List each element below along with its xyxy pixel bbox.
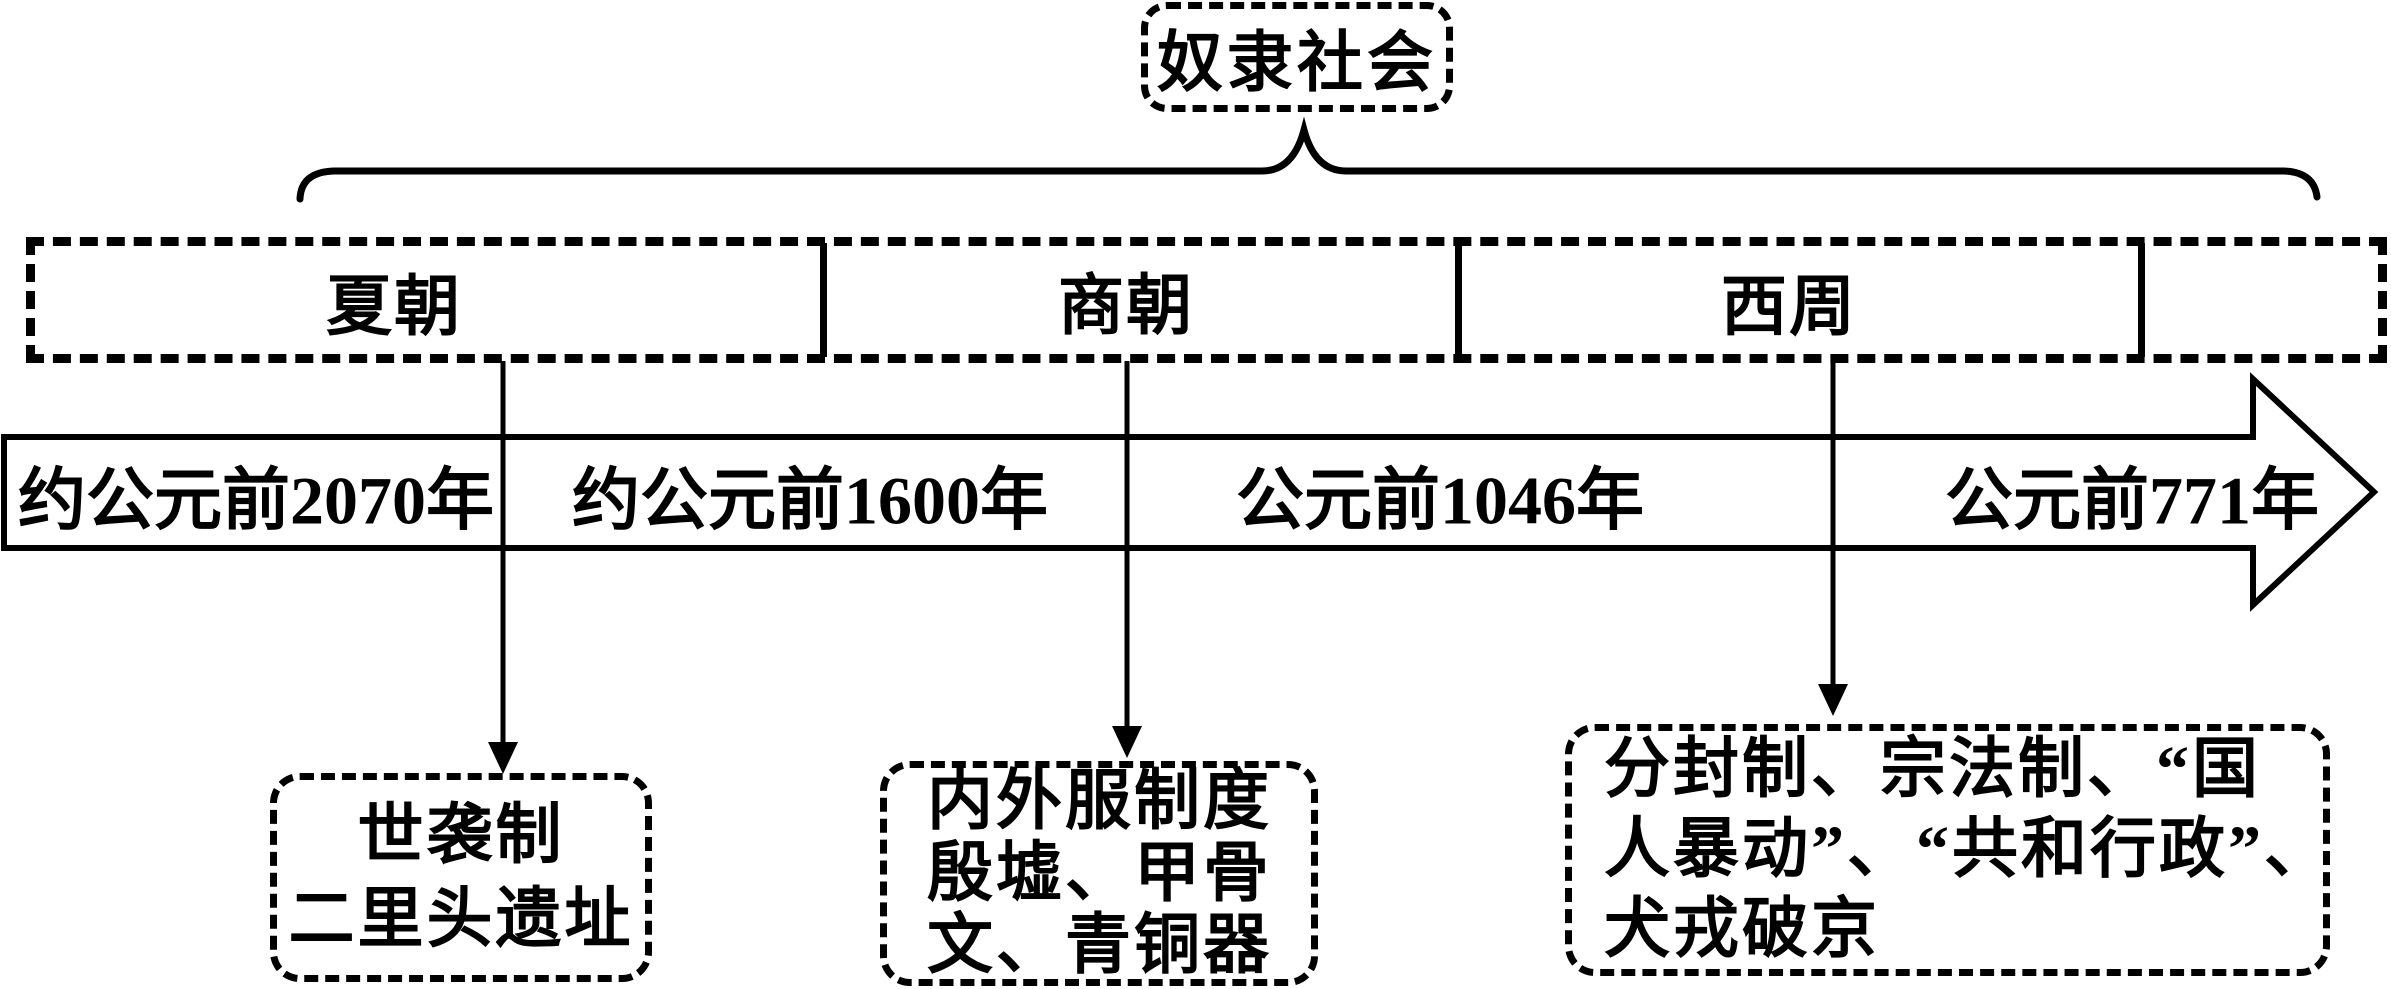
dynasty-separator-2 [1455,243,1462,357]
annotation-line: 内外服制度 [927,764,1272,838]
down-arrow-zhou-icon [1818,684,1848,716]
annotation-box-xia: 世袭制 二里头遗址 [270,773,652,982]
brace-icon [296,116,2321,203]
period-label-xia: 夏朝 [326,271,462,344]
annotation-line: 犬戎破京 [1604,893,1880,966]
dynasty-row-box [26,237,2387,363]
annotation-line: 世袭制 [357,798,565,872]
dynasty-separator-1 [820,243,827,357]
annotation-box-western-zhou: 分封制、宗法制、“国 人暴动”、“共和行政”、 犬戎破京 [1565,724,2330,976]
period-label-shang: 商朝 [1058,270,1194,343]
timeline-date-1046bc: 公元前1046年 [1235,462,1645,539]
timeline-date-1600bc: 约公元前1600年 [571,462,1049,539]
era-title: 奴隶社会 [1157,27,1437,100]
timeline-date-771bc: 公元前771年 [1944,462,2320,539]
annotation-box-shang: 内外服制度 殷墟、甲骨 文、青铜器 [880,761,1318,986]
annotation-line: 人暴动”、“共和行政”、 [1604,813,2333,886]
timeline-date-2070bc: 约公元前2070年 [17,462,495,539]
down-arrow-xia-icon [488,742,518,774]
dynasty-separator-3 [2138,243,2145,357]
era-title-box: 奴隶社会 [1141,2,1453,112]
annotation-line: 文、青铜器 [927,908,1272,982]
period-label-western-zhou: 西周 [1721,271,1857,344]
annotation-line: 分封制、宗法制、“国 [1604,733,2261,806]
down-arrow-shang-icon [1112,726,1142,758]
annotation-line: 二里头遗址 [288,882,634,956]
annotation-line: 殷墟、甲骨 [927,836,1272,910]
timeline-arrow-icon [1,372,2379,612]
